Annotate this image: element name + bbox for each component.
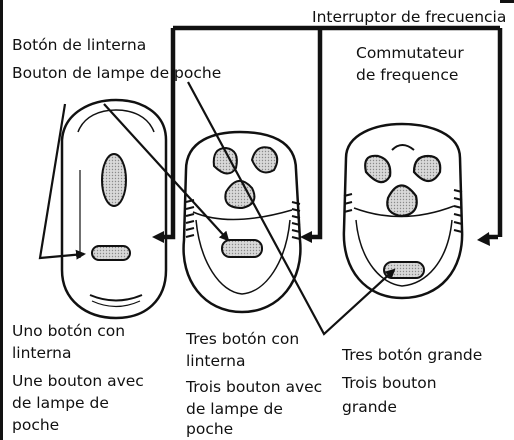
label-trois-bouton-line3: poche: [186, 420, 234, 438]
label-trois-bouton-line1-grande: Trois bouton: [342, 374, 437, 392]
label-commutateur: Commutateur: [356, 44, 464, 62]
label-boton-linterna: Botón de linterna: [12, 36, 147, 54]
flashlight-leader-lines: [38, 81, 396, 336]
remote-three-large-button: [342, 122, 464, 300]
remote-one-oval-button: [101, 153, 127, 207]
label-uno-boton-line2: linterna: [12, 344, 72, 362]
frame-left-border: [0, 0, 3, 440]
label-bouton-lampe: Bouton de lampe de poche: [12, 64, 222, 82]
label-trois-bouton-line1: Trois bouton avec: [186, 378, 323, 396]
remote-three-lower-button: [383, 261, 425, 279]
remote-two-flashlight-button: [221, 239, 263, 258]
label-trois-bouton-line2: de lampe de: [186, 400, 283, 418]
label-une-bouton-line1: Une bouton avec: [12, 372, 144, 390]
remote-three-side-grip-right: [453, 189, 463, 233]
remote-three-button: [182, 130, 302, 314]
label-de-frequence: de frequence: [356, 66, 459, 84]
label-une-bouton-line2: de lampe de: [12, 394, 109, 412]
label-interruptor-frecuencia: Interruptor de frecuencia: [312, 8, 507, 26]
remote-three-side-grip-left: [343, 193, 353, 213]
frame-top-border: [500, 0, 514, 3]
label-tres-boton-line1: Tres botón con: [186, 330, 300, 348]
label-uno-boton-line1: Uno botón con: [12, 322, 126, 340]
label-tres-boton-grande: Tres botón grande: [342, 346, 483, 364]
label-trois-bouton-line2-grande: grande: [342, 398, 397, 416]
remote-one-flashlight-button: [91, 245, 131, 261]
label-tres-boton-line2: linterna: [186, 352, 246, 370]
remote-one-button: [60, 98, 168, 320]
label-une-bouton-line3: poche: [12, 416, 60, 434]
remote-two-side-grip-right: [291, 201, 301, 240]
frequency-switch-arrowheads: [152, 231, 490, 246]
remote-two-side-grip-left: [185, 199, 195, 238]
